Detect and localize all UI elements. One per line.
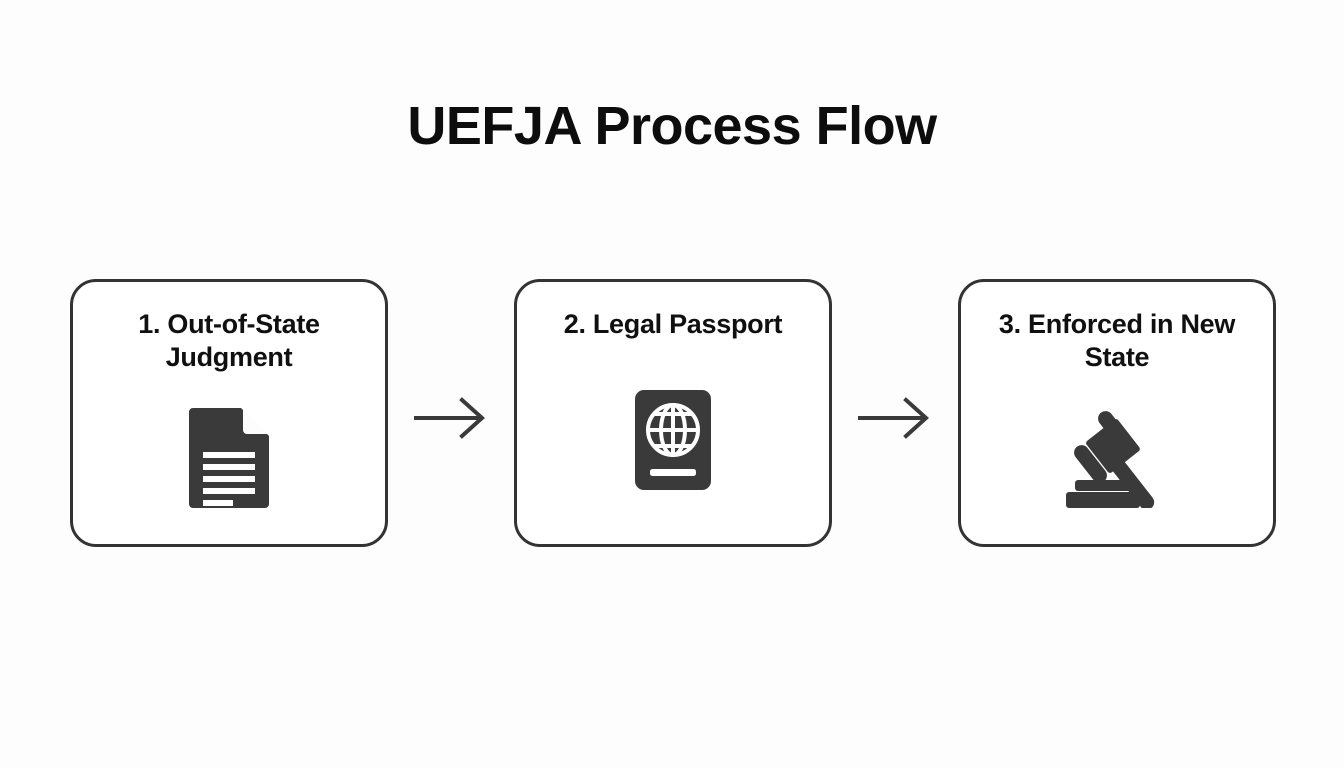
step-card-1[interactable]: 1. Out-of-State Judgment bbox=[70, 279, 388, 547]
step-2-icon-wrap bbox=[517, 341, 829, 544]
step-1-icon-wrap bbox=[73, 374, 385, 544]
document-icon bbox=[185, 404, 273, 513]
page-title: UEFJA Process Flow bbox=[407, 96, 937, 156]
step-card-2[interactable]: 2. Legal Passport bbox=[514, 279, 832, 547]
step-1-label: 1. Out-of-State Judgment bbox=[138, 309, 320, 372]
step-card-3[interactable]: 3. Enforced in New State bbox=[958, 279, 1276, 547]
step-3-label: 3. Enforced in New State bbox=[998, 309, 1236, 372]
step-3-icon-wrap bbox=[961, 374, 1273, 544]
arrow-right-icon-2 bbox=[849, 394, 941, 442]
arrow-right-icon-1 bbox=[405, 394, 497, 442]
gavel-icon bbox=[1053, 404, 1181, 513]
step-2-label: 2. Legal Passport bbox=[563, 309, 783, 339]
flow-row: 1. Out-of-State Judgment bbox=[70, 279, 1276, 547]
passport-icon bbox=[633, 388, 713, 497]
